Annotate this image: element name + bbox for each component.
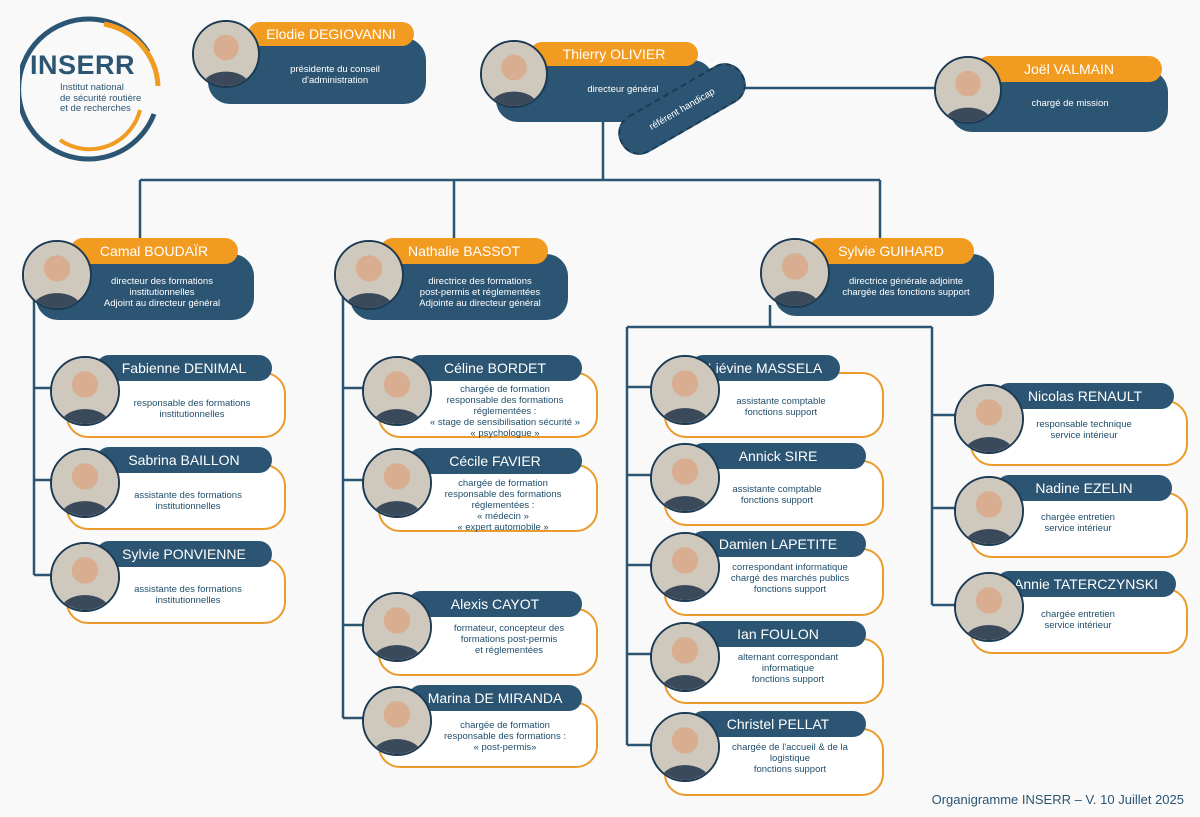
- name-tab: Céline BORDET: [408, 355, 582, 381]
- role-text: alternant correspondant informatique fon…: [737, 652, 839, 685]
- avatar: [50, 356, 120, 426]
- name-tab: Annick SIRE: [690, 443, 866, 469]
- logo-arc-icon: [20, 16, 161, 162]
- role-text: chargée entretien service intérieur: [1041, 512, 1115, 534]
- avatar: [362, 356, 432, 426]
- avatar: [650, 712, 720, 782]
- name-tab: Damien LAPETITE: [690, 531, 866, 557]
- avatar: [650, 443, 720, 513]
- role-text: correspondant informatique chargé des ma…: [730, 562, 850, 595]
- avatar: [650, 355, 720, 425]
- name-tab: Thierry OLIVIER: [530, 42, 698, 66]
- name-tab: Christel PELLAT: [690, 711, 866, 737]
- avatar: [192, 20, 260, 88]
- avatar: [760, 238, 830, 308]
- avatar: [954, 476, 1024, 546]
- role-text: présidente du conseil d'administration: [290, 64, 380, 86]
- name-tab: Marina DE MIRANDA: [408, 685, 582, 711]
- avatar: [50, 448, 120, 518]
- avatar: [650, 532, 720, 602]
- role-text: directeur des formations institutionnell…: [103, 276, 221, 309]
- avatar: [50, 542, 120, 612]
- role-text: assistante comptable fonctions support: [736, 396, 826, 418]
- logo-title: INSERR: [30, 50, 136, 80]
- role-text: directrice des formations post-permis et…: [419, 276, 541, 309]
- name-tab: Camal BOUDAÏR: [70, 238, 238, 264]
- footer-version: Organigramme INSERR – V. 10 Juillet 2025: [931, 792, 1184, 807]
- avatar: [480, 40, 548, 108]
- role-text: assistante comptable fonctions support: [732, 484, 822, 506]
- avatar: [362, 592, 432, 662]
- avatar: [362, 686, 432, 756]
- avatar: [362, 448, 432, 518]
- name-tab: Cécile FAVIER: [408, 448, 582, 474]
- role-text: formateur, concepteur des formations pos…: [453, 623, 565, 656]
- role-text: responsable technique service intérieur: [1036, 419, 1132, 441]
- role-text: assistante des formations institutionnel…: [134, 490, 242, 512]
- role-text: chargée de formation responsable des for…: [430, 384, 580, 439]
- role-text: chargé de mission: [1031, 98, 1109, 109]
- name-tab: Joël VALMAIN: [976, 56, 1162, 82]
- role-text: assistante des formations institutionnel…: [134, 584, 242, 606]
- avatar: [954, 572, 1024, 642]
- name-tab: Sabrina BAILLON: [96, 447, 272, 473]
- logo-subtitle: Institut national de sécurité routière e…: [60, 82, 142, 114]
- role-text: chargée de l'accueil & de la logistique …: [732, 742, 848, 775]
- name-tab: Ian FOULON: [690, 621, 866, 647]
- role-text: directeur général: [587, 84, 659, 95]
- avatar: [22, 240, 92, 310]
- name-tab: Fabienne DENIMAL: [96, 355, 272, 381]
- role-text: directrice générale adjointe chargée des…: [842, 276, 970, 298]
- avatar: [934, 56, 1002, 124]
- name-tab: Elodie DEGIOVANNI: [248, 22, 414, 46]
- avatar: [650, 622, 720, 692]
- name-tab: Alexis CAYOT: [408, 591, 582, 617]
- avatar: [334, 240, 404, 310]
- role-text: chargée de formation responsable des for…: [444, 720, 566, 753]
- name-tab: Nicolas RENAULT: [996, 383, 1174, 409]
- name-tab: Nadine EZELIN: [996, 475, 1172, 501]
- role-text: chargée entretien service intérieur: [1041, 609, 1115, 631]
- role-text: responsable des formations institutionne…: [133, 398, 251, 420]
- name-tab: Sylvie PONVIENNE: [96, 541, 272, 567]
- avatar: [954, 384, 1024, 454]
- name-tab: Nathalie BASSOT: [380, 238, 548, 264]
- role-text: chargée de formation responsable des for…: [444, 478, 562, 533]
- name-tab: Sylvie GUIHARD: [808, 238, 974, 264]
- name-tab: Annie TATERCZYNSKI: [996, 571, 1176, 597]
